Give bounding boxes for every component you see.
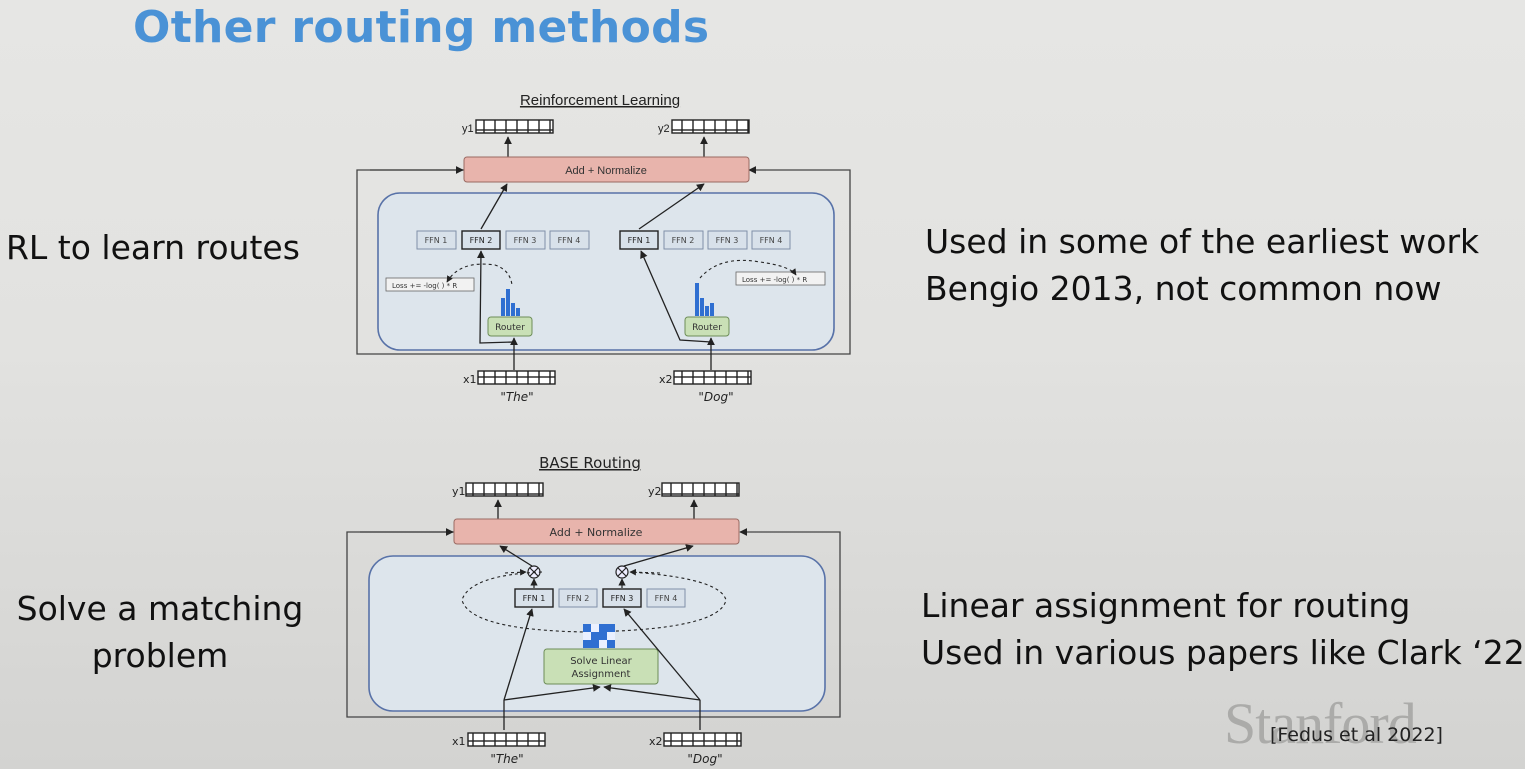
matching-left-note-line-2: problem <box>91 636 229 675</box>
rl-expert-1b-label: FFN 1 <box>628 236 651 245</box>
rl-input-label-2: x2 <box>659 373 673 386</box>
citation: [Fedus et al 2022] <box>1270 724 1443 746</box>
rl-router-2-label: Router <box>692 323 722 333</box>
base-add-normalize-label: Add + Normalize <box>550 526 643 539</box>
rl-expert-4b <box>751 230 791 250</box>
rl-token-1: "The" <box>500 390 533 404</box>
rl-left-note-line-1: RL to learn routes <box>6 228 300 267</box>
rl-expert-group-2: FFN 1 FFN 2 FFN 3 FFN 4 <box>619 230 791 250</box>
rl-input-vector-2 <box>673 370 752 385</box>
stanford-watermark: Stanford <box>1224 691 1417 756</box>
base-input-vector-1 <box>467 732 546 747</box>
rl-router-2 <box>684 316 730 337</box>
rl-expert-2b-label: FFN 2 <box>672 236 695 245</box>
base-assignment-matrix <box>583 624 615 648</box>
matching-left-note-line-1: Solve a matching <box>16 589 304 628</box>
rl-expert-1a-label: FFN 1 <box>425 236 448 245</box>
base-token-2: "Dog" <box>687 752 722 766</box>
rl-right-note-line-2: Bengio 2013, not common now <box>925 269 1442 308</box>
base-input-label-1: x1 <box>452 735 466 748</box>
rl-add-normalize-box <box>463 156 750 183</box>
matching-right-note: Linear assignment for routing Used in va… <box>921 582 1525 676</box>
rl-expert-3b-label: FFN 3 <box>716 236 739 245</box>
rl-expert-1b <box>619 230 659 250</box>
rl-router-bars-2 <box>695 283 714 316</box>
rl-expert-4a <box>549 230 590 250</box>
base-solver-box <box>543 648 659 685</box>
rl-expert-2b <box>663 230 704 250</box>
base-solver-label-2: Assignment <box>572 669 631 680</box>
rl-moe-panel <box>377 192 835 351</box>
rl-loss-label-2: Loss += -log( ) * R <box>742 276 807 284</box>
base-expert-1-label: FFN 1 <box>523 594 546 603</box>
base-input-label-2: x2 <box>649 735 663 748</box>
rl-output-label-2: y2 <box>658 123 670 135</box>
base-expert-3-label: FFN 3 <box>611 594 634 603</box>
base-expert-4 <box>646 588 686 608</box>
base-output-label-2: y2 <box>648 485 662 498</box>
matching-right-note-line-1: Linear assignment for routing <box>921 586 1411 625</box>
base-expert-3 <box>602 588 642 608</box>
rl-output-vector-2 <box>671 119 750 134</box>
rl-expert-2a <box>461 230 501 250</box>
base-input-vector-2 <box>663 732 742 747</box>
rl-diagram-title: Reinforcement Learning <box>520 92 680 109</box>
rl-right-note: Used in some of the earliest work Bengio… <box>925 218 1479 312</box>
base-expert-1 <box>514 588 554 608</box>
rl-token-2: "Dog" <box>698 390 733 404</box>
base-add-normalize-box <box>453 518 740 545</box>
rl-loss-label-1: Loss += -log( ) * R <box>392 282 457 290</box>
matching-right-note-line-2: Used in various papers like Clark ‘22 <box>921 633 1525 672</box>
base-expert-2-label: FFN 2 <box>567 594 590 603</box>
base-output-vector-1 <box>465 482 544 497</box>
rl-expert-4b-label: FFN 4 <box>760 236 783 245</box>
matching-left-note: Solve a matching problem <box>10 585 310 679</box>
rl-right-note-line-1: Used in some of the earliest work <box>925 222 1480 261</box>
rl-expert-4a-label: FFN 4 <box>558 236 581 245</box>
rl-router-1 <box>487 316 533 337</box>
rl-diagram: Reinforcement Learning y1 y2 Add + Norma… <box>356 92 851 404</box>
rl-expert-3a-label: FFN 3 <box>514 236 537 245</box>
rl-router-bars-1 <box>501 289 520 316</box>
base-token-1: "The" <box>490 752 523 766</box>
rl-left-note: RL to learn routes <box>6 224 300 271</box>
rl-expert-2a-label: FFN 2 <box>470 236 493 245</box>
base-diagram: BASE Routing y1 y2 Add + Normalize FFN 1… <box>346 454 841 766</box>
slide-title: Other routing methods <box>133 2 710 53</box>
base-diagram-title: BASE Routing <box>539 454 641 472</box>
rl-expert-1a <box>416 230 457 250</box>
rl-output-vector-1 <box>475 119 554 134</box>
rl-output-label-1: y1 <box>462 123 474 135</box>
base-expert-2 <box>558 588 598 608</box>
rl-expert-3a <box>505 230 546 250</box>
rl-loss-box-2 <box>735 271 826 286</box>
base-output-vector-2 <box>661 482 740 497</box>
rl-expert-group-1: FFN 1 FFN 2 FFN 3 FFN 4 <box>416 230 590 250</box>
base-output-label-1: y1 <box>452 485 466 498</box>
rl-input-vector-1 <box>477 370 556 385</box>
rl-input-label-1: x1 <box>463 373 477 386</box>
rl-router-1-label: Router <box>495 323 525 333</box>
base-expert-4-label: FFN 4 <box>655 594 678 603</box>
rl-expert-3b <box>707 230 748 250</box>
rl-add-normalize-label: Add + Normalize <box>565 165 647 177</box>
base-solver-label-1: Solve Linear <box>570 656 632 667</box>
base-dashed-loop <box>461 571 727 633</box>
